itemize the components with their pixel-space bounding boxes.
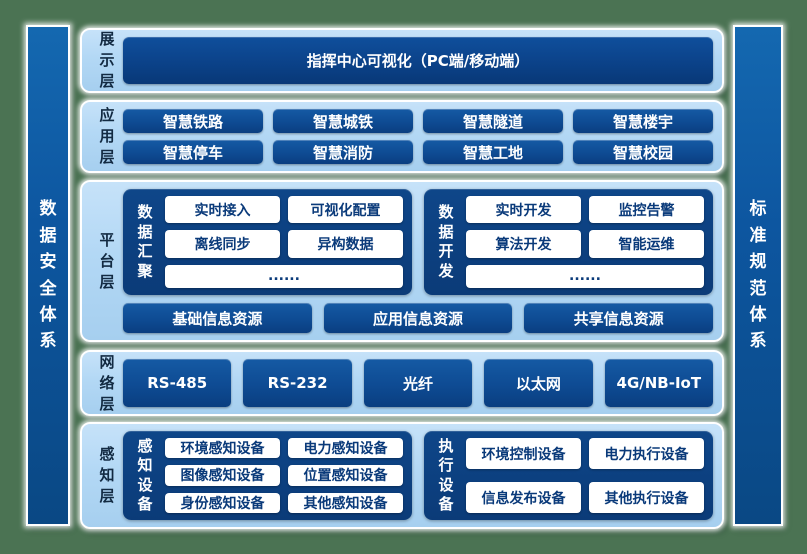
data-development-label-col: 数据开发 — [433, 196, 459, 288]
data-security-pillar: 数据安全体系 — [26, 25, 70, 526]
device-info-publishing: 信息发布设备 — [466, 482, 581, 513]
display-layer-label: 展示层 — [99, 30, 115, 90]
app-smart-metro: 智慧城铁 — [273, 109, 413, 133]
resource-basic-info: 基础信息资源 — [123, 303, 312, 333]
data-security-label: 数据安全体系 — [39, 199, 57, 352]
data-development-group: 数据开发 实时开发 监控告警 算法开发 智能运维 ...... — [424, 189, 713, 295]
command-center-banner: 指挥中心可视化（PC端/移动端） — [123, 37, 713, 84]
application-layer-label-col: 应用层 — [91, 106, 123, 166]
item-intelligent-ops: 智能运维 — [589, 230, 704, 258]
protocol-4g-nbiot: 4G/NB-IoT — [604, 359, 713, 407]
protocol-fiber: 光纤 — [363, 359, 473, 407]
app-smart-railway: 智慧铁路 — [123, 109, 263, 133]
data-development-label: 数据开发 — [438, 203, 454, 280]
device-image-sensing: 图像感知设备 — [165, 465, 280, 486]
item-realtime-access: 实时接入 — [165, 196, 280, 224]
perception-layer: 感知层 感知设备 环境感知设备 电力感知设备 图像感知设备 位置感知设备 身份感… — [80, 422, 724, 529]
item-realtime-dev: 实时开发 — [466, 196, 581, 224]
item-offline-sync: 离线同步 — [165, 230, 280, 258]
device-environment-sensing: 环境感知设备 — [165, 438, 280, 459]
device-other-sensing: 其他感知设备 — [288, 492, 403, 513]
display-layer-label-col: 展示层 — [91, 30, 123, 90]
network-layer-label: 网络层 — [99, 352, 115, 413]
perception-layer-content: 感知设备 环境感知设备 电力感知设备 图像感知设备 位置感知设备 身份感知设备 … — [123, 431, 713, 520]
standards-pillar: 标准规范体系 — [733, 25, 783, 526]
application-grid: 智慧铁路 智慧城铁 智慧隧道 智慧楼宇 智慧停车 智慧消防 智慧工地 智慧校园 — [123, 109, 713, 164]
resource-application-info: 应用信息资源 — [323, 303, 513, 333]
device-other-execution: 其他执行设备 — [589, 482, 704, 513]
perception-layer-label: 感知层 — [99, 445, 115, 505]
data-aggregation-label: 数据汇聚 — [137, 203, 153, 280]
device-power-execution: 电力执行设备 — [589, 438, 704, 469]
sensing-devices-grid: 环境感知设备 电力感知设备 图像感知设备 位置感知设备 身份感知设备 其他感知设… — [165, 438, 403, 513]
network-layer-content: RS-485 RS-232 光纤 以太网 4G/NB-IoT — [123, 359, 713, 407]
platform-layer-label-col: 平台层 — [91, 189, 123, 333]
network-layer: 网络层 RS-485 RS-232 光纤 以太网 4G/NB-IoT — [80, 350, 724, 416]
perception-layer-label-col: 感知层 — [91, 431, 123, 520]
item-visual-config: 可视化配置 — [288, 196, 403, 224]
data-aggregation-more: ...... — [165, 264, 403, 288]
device-power-sensing: 电力感知设备 — [288, 438, 403, 459]
data-development-more: ...... — [466, 264, 704, 288]
application-layer: 应用层 智慧铁路 智慧城铁 智慧隧道 智慧楼宇 智慧停车 智慧消防 智慧工地 智… — [80, 100, 724, 173]
execution-devices-label-col: 执行设备 — [433, 436, 459, 514]
protocol-rs232: RS-232 — [243, 359, 352, 407]
app-smart-parking: 智慧停车 — [123, 140, 263, 164]
network-layer-label-col: 网络层 — [91, 353, 123, 413]
platform-groups: 数据汇聚 实时接入 可视化配置 离线同步 异构数据 ...... 数据开发 — [123, 189, 713, 295]
app-smart-tunnel: 智慧隧道 — [423, 109, 563, 133]
platform-resources: 基础信息资源 应用信息资源 共享信息资源 — [123, 303, 713, 333]
protocol-rs485: RS-485 — [123, 359, 232, 407]
item-heterogeneous-data: 异构数据 — [288, 230, 403, 258]
application-layer-content: 智慧铁路 智慧城铁 智慧隧道 智慧楼宇 智慧停车 智慧消防 智慧工地 智慧校园 — [123, 109, 713, 164]
resource-shared-info: 共享信息资源 — [524, 303, 713, 333]
display-layer-content: 指挥中心可视化（PC端/移动端） — [123, 37, 713, 84]
sensing-devices-label: 感知设备 — [137, 436, 153, 514]
data-aggregation-label-col: 数据汇聚 — [132, 196, 158, 288]
network-grid: RS-485 RS-232 光纤 以太网 4G/NB-IoT — [123, 359, 713, 407]
platform-layer-label: 平台层 — [99, 230, 115, 291]
app-smart-firefighting: 智慧消防 — [273, 140, 413, 164]
sensing-devices-group: 感知设备 环境感知设备 电力感知设备 图像感知设备 位置感知设备 身份感知设备 … — [123, 431, 412, 520]
application-layer-label: 应用层 — [99, 106, 115, 166]
data-aggregation-group: 数据汇聚 实时接入 可视化配置 离线同步 异构数据 ...... — [123, 189, 412, 295]
device-location-sensing: 位置感知设备 — [288, 465, 403, 486]
execution-devices-group: 执行设备 环境控制设备 电力执行设备 信息发布设备 其他执行设备 — [424, 431, 713, 520]
app-smart-building: 智慧楼宇 — [573, 109, 713, 133]
standards-label: 标准规范体系 — [749, 199, 767, 352]
app-smart-campus: 智慧校园 — [573, 140, 713, 164]
platform-layer: 平台层 数据汇聚 实时接入 可视化配置 离线同步 异构数据 ...... — [80, 180, 724, 342]
display-layer: 展示层 指挥中心可视化（PC端/移动端） — [80, 28, 724, 93]
platform-layer-content: 数据汇聚 实时接入 可视化配置 离线同步 异构数据 ...... 数据开发 — [123, 189, 713, 333]
protocol-ethernet: 以太网 — [484, 359, 593, 407]
execution-devices-label: 执行设备 — [438, 436, 454, 514]
app-smart-construction: 智慧工地 — [423, 140, 563, 164]
data-development-grid: 实时开发 监控告警 算法开发 智能运维 ...... — [466, 196, 704, 288]
execution-devices-grid: 环境控制设备 电力执行设备 信息发布设备 其他执行设备 — [466, 438, 704, 513]
item-algorithm-dev: 算法开发 — [466, 230, 581, 258]
device-environment-control: 环境控制设备 — [466, 438, 581, 469]
item-monitor-alert: 监控告警 — [589, 196, 704, 224]
device-identity-sensing: 身份感知设备 — [165, 492, 280, 513]
sensing-devices-label-col: 感知设备 — [132, 436, 158, 514]
data-aggregation-grid: 实时接入 可视化配置 离线同步 异构数据 ...... — [165, 196, 403, 288]
